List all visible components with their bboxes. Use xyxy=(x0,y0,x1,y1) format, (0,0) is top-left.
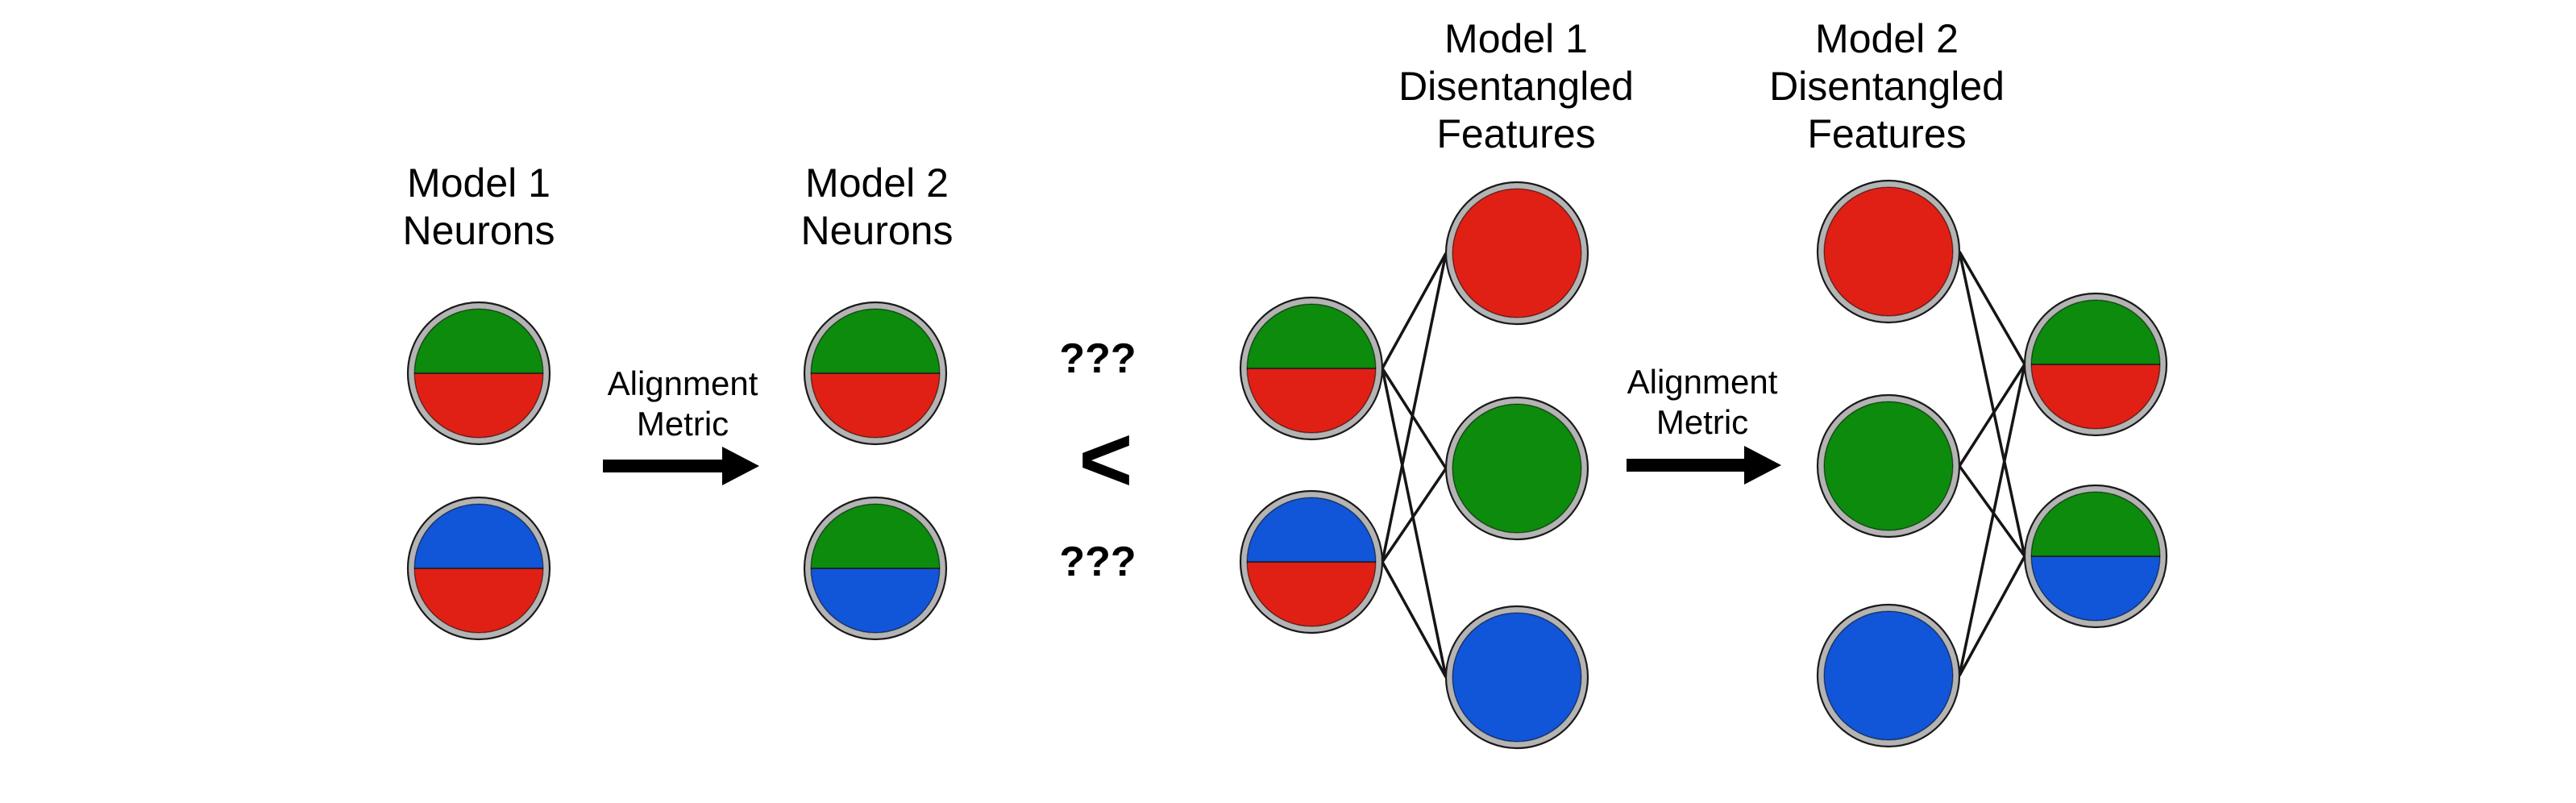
model1-entangled-neuron-bottom xyxy=(1239,489,1384,634)
alignment-metric-label-2: Alignment Metric xyxy=(1541,362,1863,443)
edge-model1-entangled-neuron-top-to-model1-feature-red xyxy=(1381,252,1448,369)
edge-model1-entangled-neuron-bottom-to-model1-feature-green xyxy=(1381,468,1448,563)
model2-feature-blue xyxy=(1816,603,1961,748)
question-marks-top: ??? xyxy=(1059,335,1136,382)
model1-neuron-bottom xyxy=(406,496,551,641)
model1-feature-red xyxy=(1444,181,1589,326)
model2-entangled-neuron-bottom xyxy=(2023,484,2168,629)
alignment-arrow-2 xyxy=(1627,446,1781,485)
edge-model2-feature-green-to-model2-entangled-neuron-top xyxy=(1958,364,2026,467)
model1-disentangled-title-line3: Features xyxy=(1436,111,1596,156)
edge-model2-feature-green-to-model2-entangled-neuron-bottom xyxy=(1958,464,2026,558)
model2-disentangled-title-line1: Model 2 xyxy=(1815,16,1959,61)
model1-neuron-top xyxy=(406,301,551,446)
edge-model2-feature-red-to-model2-entangled-neuron-bottom xyxy=(1958,251,2026,557)
edge-model1-entangled-neuron-top-to-model1-feature-blue xyxy=(1381,368,1448,678)
alignment-metric-label-2-line2: Metric xyxy=(1656,403,1749,441)
model2-feature-green xyxy=(1816,393,1961,539)
model2-feature-red xyxy=(1816,179,1961,324)
edge-model2-feature-blue-to-model2-entangled-neuron-bottom xyxy=(1958,555,2026,676)
model1-neurons-title-line2: Neurons xyxy=(402,208,555,253)
alignment-metric-label-2-line1: Alignment xyxy=(1627,363,1778,401)
model2-entangled-neuron-top xyxy=(2023,292,2168,437)
model2-neuron-top xyxy=(803,301,948,446)
model1-disentangled-title: Model 1 Disentangled Features xyxy=(1274,15,1758,158)
edge-model2-feature-red-to-model2-entangled-neuron-top xyxy=(1958,251,2026,365)
model2-neurons-title-line1: Model 2 xyxy=(805,160,949,206)
model1-disentangled-title-line2: Disentangled xyxy=(1398,64,1634,109)
model1-feature-green xyxy=(1444,396,1589,541)
model2-neuron-bottom xyxy=(803,496,948,641)
model1-disentangled-title-line1: Model 1 xyxy=(1444,16,1588,61)
less-than-symbol: < xyxy=(1078,408,1133,511)
edge-model1-entangled-neuron-top-to-model1-feature-green xyxy=(1381,368,1448,469)
model1-neurons-title: Model 1 Neurons xyxy=(237,160,721,255)
model2-disentangled-title: Model 2 Disentangled Features xyxy=(1645,15,2129,158)
alignment-arrow-1 xyxy=(603,447,759,485)
model2-disentangled-title-line2: Disentangled xyxy=(1769,64,2005,109)
model1-neurons-title-line1: Model 1 xyxy=(407,160,551,206)
model2-neurons-title-line2: Neurons xyxy=(800,208,954,253)
edge-model1-entangled-neuron-bottom-to-model1-feature-blue xyxy=(1381,561,1448,678)
edge-model1-entangled-neuron-bottom-to-model1-feature-red xyxy=(1381,252,1448,563)
edge-model2-feature-blue-to-model2-entangled-neuron-top xyxy=(1958,364,2026,676)
alignment-metric-label-1: Alignment Metric xyxy=(521,364,844,444)
model2-neurons-title: Model 2 Neurons xyxy=(635,160,1119,255)
alignment-metric-label-1-line2: Metric xyxy=(636,405,729,443)
model2-disentangled-title-line3: Features xyxy=(1807,111,1967,156)
question-marks-bottom: ??? xyxy=(1059,539,1136,585)
model1-entangled-neuron-top xyxy=(1239,296,1384,441)
alignment-metric-label-1-line1: Alignment xyxy=(607,364,758,402)
model1-feature-blue xyxy=(1444,605,1589,750)
